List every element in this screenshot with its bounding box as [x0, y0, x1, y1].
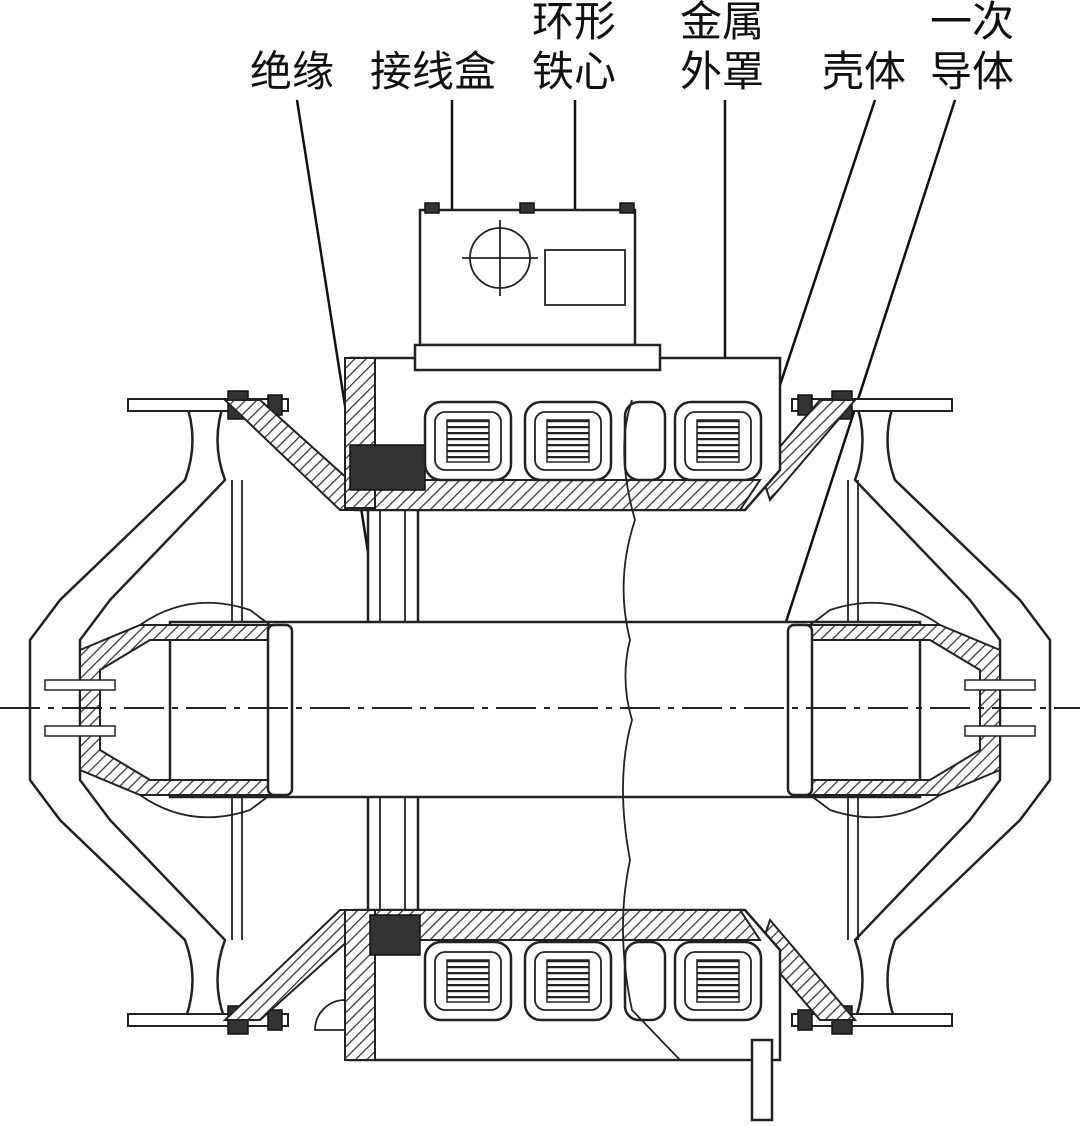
- svg-text:一次: 一次: [930, 0, 1014, 46]
- svg-text:外罩: 外罩: [680, 47, 764, 96]
- break-line: [622, 399, 681, 1061]
- junction-box: [413, 202, 662, 372]
- leader-line-primary-conductor: [783, 99, 957, 626]
- end-fasteners: [44, 679, 1036, 737]
- nameplate: [544, 249, 626, 306]
- svg-text:金属: 金属: [680, 0, 764, 46]
- lower-housing: [314, 908, 782, 1122]
- svg-text:铁心: 铁心: [532, 47, 616, 96]
- label-ring-core: 环形 铁心: [532, 0, 616, 440]
- grounding-terminal: [750, 1038, 774, 1122]
- leader-line-housing: [778, 99, 877, 386]
- svg-text:绝缘: 绝缘: [250, 47, 334, 96]
- svg-text:壳体: 壳体: [822, 47, 906, 96]
- svg-text:环形: 环形: [532, 0, 616, 46]
- lower-left-insulation: [222, 909, 361, 1021]
- label-metal-cover: 金属 外罩: [680, 0, 764, 358]
- upper-left-insulation: [222, 399, 361, 511]
- label-junction-box: 接线盒: [370, 47, 496, 212]
- svg-text:接线盒: 接线盒: [370, 47, 496, 96]
- upper-housing: [344, 356, 782, 512]
- svg-text:导体: 导体: [930, 47, 1014, 96]
- label-housing: 壳体: [778, 47, 906, 386]
- label-primary-conductor: 一次 导体: [783, 0, 1014, 626]
- primary-conductor: [79, 601, 1001, 819]
